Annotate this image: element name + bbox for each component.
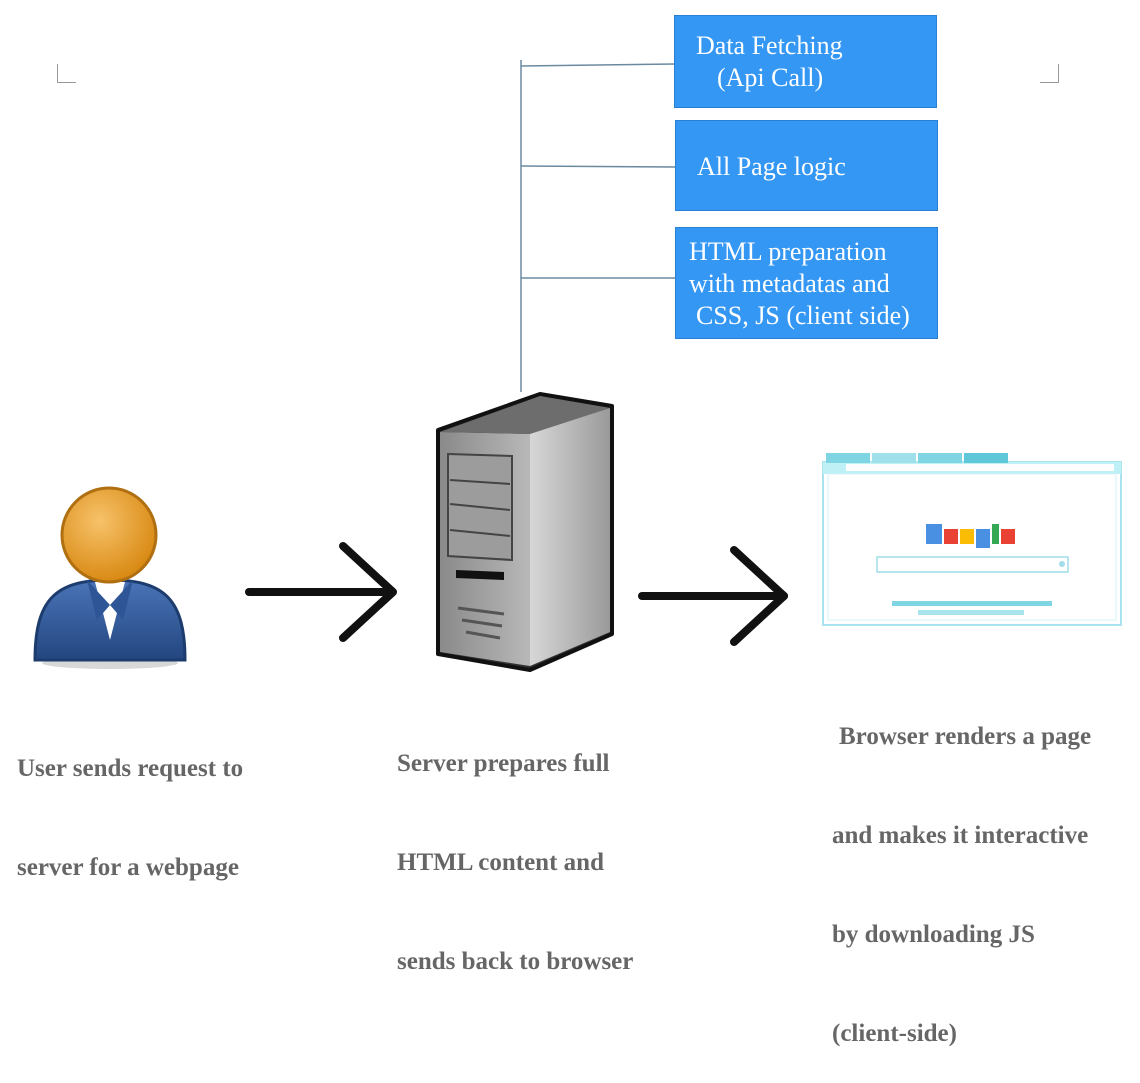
- caption-user-line1: User sends request to: [17, 755, 244, 782]
- browser-window-icon: [822, 453, 1122, 626]
- arrow-right-icon: [245, 542, 397, 642]
- connector-to-data-fetching: [520, 63, 676, 67]
- caption-browser: Browser renders a page and makes it inte…: [832, 654, 1091, 1083]
- caption-user-line2: server for a webpage: [17, 854, 239, 881]
- caption-browser-line3: by downloading JS: [832, 921, 1035, 948]
- box-page-logic: All Page logic: [675, 120, 938, 211]
- caption-server: Server prepares full HTML content and se…: [397, 681, 633, 1011]
- caption-server-line3: sends back to browser: [397, 948, 634, 975]
- user-icon: [33, 486, 187, 669]
- arrow-right-icon: [638, 546, 788, 646]
- box-data-fetching-line1: Data Fetching: [696, 31, 843, 60]
- connector-to-page-logic: [520, 165, 676, 168]
- box-html-prep-line1: HTML preparation: [689, 237, 887, 266]
- caption-server-line2: HTML content and: [397, 849, 604, 876]
- box-data-fetching-line2: (Api Call): [717, 63, 824, 92]
- caption-browser-line1: Browser renders a page: [839, 723, 1092, 750]
- box-html-prep-line3: CSS, JS (client side): [696, 301, 910, 330]
- page-corner-mark-right: [1040, 64, 1059, 83]
- box-html-preparation: HTML preparation with metadatas and CSS,…: [675, 227, 938, 339]
- box-page-logic-line1: All Page logic: [697, 152, 846, 181]
- server-tower-icon: [436, 392, 614, 672]
- caption-user: User sends request to server for a webpa…: [17, 686, 243, 917]
- caption-browser-line4: (client-side): [832, 1020, 957, 1047]
- box-html-prep-line2: with metadatas and: [689, 269, 890, 298]
- caption-server-line1: Server prepares full: [397, 750, 610, 777]
- connector-lines: [520, 60, 676, 392]
- caption-browser-line2: and makes it interactive: [832, 822, 1089, 849]
- page-corner-mark-left: [57, 64, 76, 83]
- box-data-fetching: Data Fetching (Api Call): [674, 15, 937, 108]
